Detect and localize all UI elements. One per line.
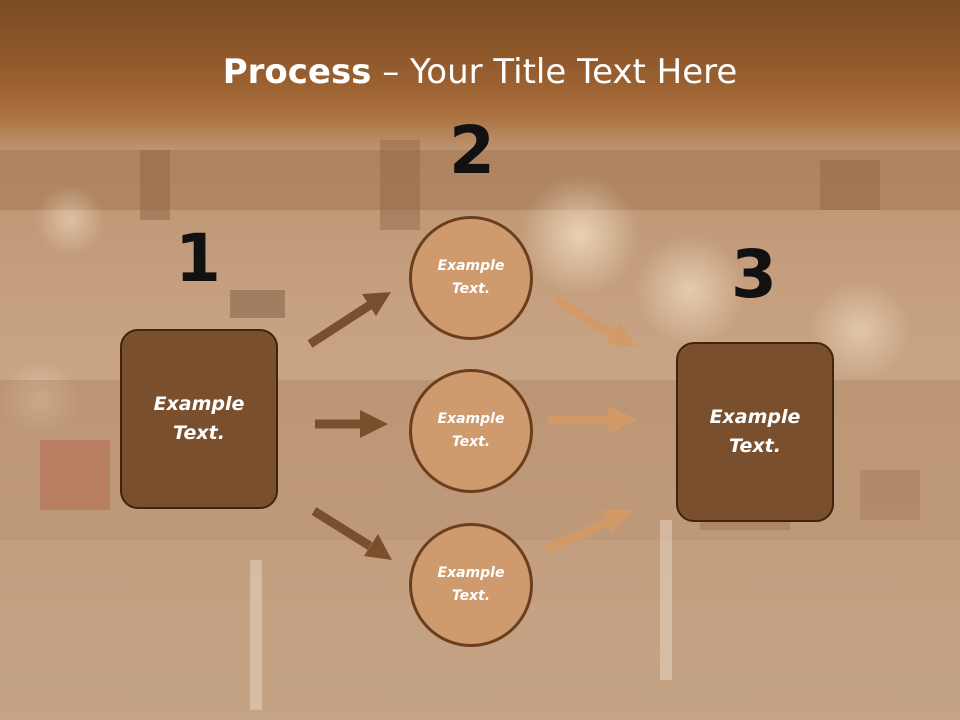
circle-bottom-line2: Text. — [451, 588, 491, 604]
step-1-text-line2: Text. — [173, 422, 225, 444]
arrow-right-down — [553, 296, 636, 347]
step-number-3: 3 — [731, 236, 777, 313]
circle-middle-line1: Example — [437, 411, 505, 427]
step-3-box[interactable]: Example Text. — [676, 342, 834, 522]
step-3-text-line2: Text. — [729, 435, 781, 457]
circle-bottom[interactable]: Example Text. — [409, 523, 533, 647]
circle-top-line1: Example — [437, 258, 505, 274]
circle-top-line2: Text. — [451, 281, 491, 297]
title-bold: Process — [222, 52, 372, 92]
step-1-text-line1: Example — [153, 393, 245, 415]
arrow-right-up — [545, 510, 632, 554]
arrow-right-middle — [548, 406, 638, 434]
circle-bottom-line1: Example — [437, 565, 505, 581]
step-number-1: 1 — [175, 220, 221, 297]
arrow-left-up — [307, 292, 391, 348]
title-bar — [0, 0, 960, 150]
step-1-box[interactable]: Example Text. — [120, 329, 278, 509]
circle-top[interactable]: Example Text. — [409, 216, 533, 340]
arrow-left-down — [311, 507, 392, 560]
circle-middle[interactable]: Example Text. — [409, 369, 533, 493]
slide-title: Process – Your Title Text Here — [0, 52, 960, 92]
arrow-left-middle — [315, 410, 388, 438]
title-rest: – Your Title Text Here — [371, 52, 738, 92]
step-3-text-line1: Example — [709, 406, 801, 428]
step-number-2: 2 — [449, 112, 495, 189]
circle-middle-line2: Text. — [451, 434, 491, 450]
